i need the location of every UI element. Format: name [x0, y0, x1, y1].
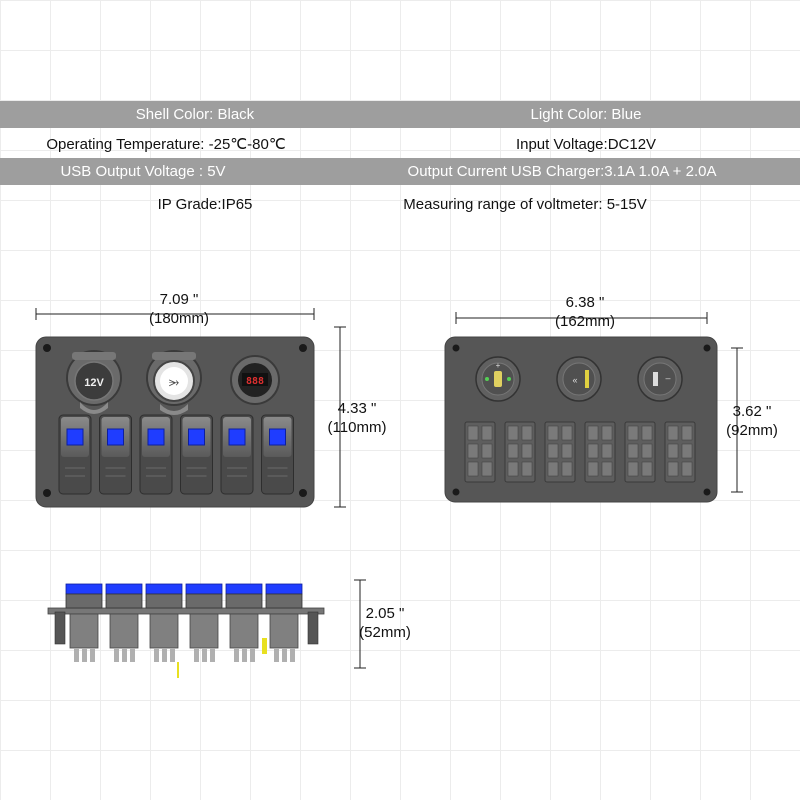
- front-height-dimension: [334, 326, 346, 508]
- back-voltmeter-terminal-icon: –: [637, 356, 683, 402]
- rocker-switch-icon: [180, 414, 213, 495]
- switch-body-icon: [265, 583, 303, 662]
- svg-text:+: +: [496, 361, 501, 370]
- back-height-inches: 3.62 ": [732, 403, 772, 420]
- mounting-screw-icon: [54, 611, 319, 645]
- spec-band-1: [0, 101, 800, 128]
- switch-terminal-icon: [504, 421, 536, 483]
- svg-text:«: «: [572, 375, 577, 385]
- back-height-dimension: [731, 347, 743, 493]
- back-width-mm: (162mm): [554, 313, 616, 330]
- depth-label: 2.05 " (52mm): [359, 604, 411, 642]
- switch-terminal-icon: [544, 421, 576, 483]
- operating-temperature-spec: Operating Temperature: -25℃-80℃: [46, 136, 286, 153]
- back-width-dimension: [455, 312, 708, 324]
- back-height-mm: (92mm): [726, 422, 778, 439]
- switch-terminal-icon: [664, 421, 696, 483]
- voltmeter-icon: [230, 355, 280, 405]
- svg-text:⭃: ⭃: [169, 375, 180, 390]
- front-width-mm: (180mm): [148, 310, 210, 327]
- yellow-wire-icon: [177, 638, 267, 678]
- rocker-switch-icon: [261, 414, 294, 495]
- front-screw-icon: [43, 344, 307, 497]
- cigarette-socket-icon: ⭃: [146, 350, 202, 415]
- spec-band-2: [0, 158, 800, 185]
- switch-terminal-icon: [584, 421, 616, 483]
- rocker-switch-icon: [220, 414, 254, 495]
- usb-socket-icon: [66, 350, 122, 414]
- front-width-inches: 7.09 ": [159, 291, 199, 308]
- switch-terminal-icon: [624, 421, 656, 483]
- back-width-label: 6.38 " (162mm): [555, 293, 615, 331]
- depth-inches: 2.05 ": [365, 605, 405, 622]
- front-height-mm: (110mm): [327, 419, 387, 436]
- light-color-spec: Light Color: Blue: [530, 106, 642, 123]
- switch-body-icon: [185, 583, 223, 662]
- back-panel: + « –: [444, 336, 718, 503]
- switch-body-icon: [145, 583, 183, 662]
- rocker-switch-icon: [99, 414, 132, 495]
- output-current-spec: Output Current USB Charger:3.1A 1.0A + 2…: [407, 163, 717, 180]
- front-panel: 12V ⭃ 888: [35, 336, 315, 508]
- usb-output-voltage-spec: USB Output Voltage : 5V: [60, 163, 226, 180]
- switch-body-icon: [225, 583, 263, 662]
- front-height-inches: 4.33 ": [337, 400, 377, 417]
- back-height-label: 3.62 " (92mm): [726, 402, 778, 440]
- depth-mm: (52mm): [359, 624, 411, 641]
- depth-dimension: [354, 579, 366, 669]
- svg-text:–: –: [665, 373, 670, 383]
- rocker-switch-icon: [139, 414, 173, 495]
- voltmeter-reading: 888: [246, 376, 264, 387]
- switch-body-icon: [105, 583, 143, 662]
- back-cigarette-terminal-icon: «: [556, 356, 602, 402]
- rocker-switch-row: [58, 414, 294, 495]
- shell-color-spec: Shell Color: Black: [135, 106, 255, 123]
- back-width-inches: 6.38 ": [565, 294, 605, 311]
- side-view: [47, 583, 325, 678]
- ip-grade-spec: IP Grade:IP65: [157, 196, 253, 213]
- front-width-label: 7.09 " (180mm): [149, 290, 209, 328]
- input-voltage-spec: Input Voltage:DC12V: [515, 136, 657, 153]
- voltmeter-range-spec: Measuring range of voltmeter: 5-15V: [403, 196, 647, 213]
- back-switch-terminals: [464, 421, 696, 483]
- front-width-dimension: [35, 308, 315, 320]
- back-screw-icon: [452, 344, 711, 496]
- switch-body-icon: [65, 583, 103, 662]
- rocker-switch-icon: [58, 414, 92, 495]
- back-usb-terminal-icon: +: [475, 356, 521, 402]
- front-height-label: 4.33 " (110mm): [328, 399, 387, 437]
- usb-label: 12V: [84, 377, 104, 389]
- switch-terminal-icon: [464, 421, 496, 483]
